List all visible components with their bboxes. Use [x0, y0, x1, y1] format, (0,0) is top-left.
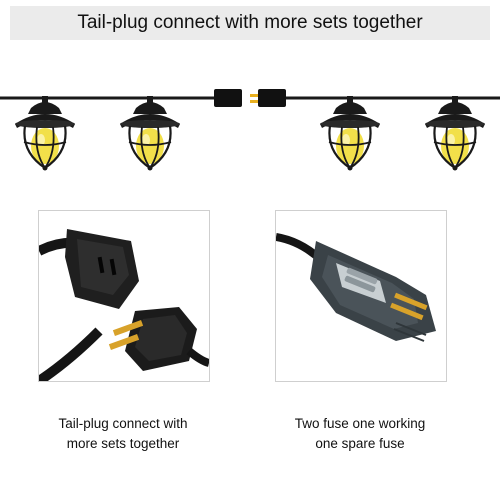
caption-line: Tail-plug connect with [58, 416, 188, 431]
caption-line: one spare fuse [315, 436, 405, 451]
tail-plug-connector-icon [214, 89, 286, 107]
pendant-lamp-icon [118, 94, 182, 172]
pendant-lamp-icon [13, 94, 77, 172]
light-strand [0, 89, 500, 172]
caption-fuse: Two fuse one working one spare fuse [255, 414, 465, 454]
caption-line: Two fuse one working [294, 416, 426, 431]
pendant-lamp-icon [318, 94, 382, 172]
caption-line: more sets together [66, 436, 180, 451]
tail-plug-photo [38, 210, 210, 382]
caption-tail-plug: Tail-plug connect with more sets togethe… [18, 414, 228, 454]
pendant-lamp-icon [423, 94, 487, 172]
fuse-compartment-photo [275, 210, 447, 382]
banner-title: Tail-plug connect with more sets togethe… [10, 6, 490, 40]
